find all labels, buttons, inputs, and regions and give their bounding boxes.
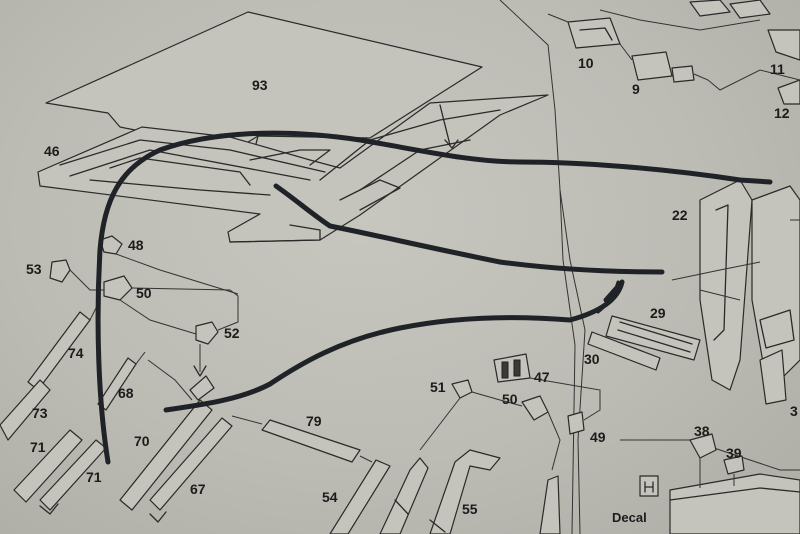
- label-51: 51: [430, 379, 446, 395]
- label-50-left: 50: [136, 285, 152, 301]
- label-54: 54: [322, 489, 338, 505]
- part-number-labels: 93 46 48 53 50 52 74 68 73 71 71 70 67 7…: [26, 55, 798, 525]
- label-71-left: 71: [30, 439, 46, 455]
- label-46: 46: [44, 143, 60, 159]
- section-divider-lines: [499, 0, 800, 534]
- label-22: 22: [672, 207, 688, 223]
- label-39: 39: [726, 445, 742, 461]
- label-48: 48: [128, 237, 144, 253]
- label-55: 55: [462, 501, 478, 517]
- parts-top-right: [547, 0, 800, 105]
- parts-54-55: [329, 449, 501, 534]
- label-9: 9: [632, 81, 640, 97]
- label-70: 70: [134, 433, 150, 449]
- bracket-cluster-right: [419, 353, 601, 534]
- label-68: 68: [118, 385, 134, 401]
- label-71-right: 71: [86, 469, 102, 485]
- label-49: 49: [590, 429, 606, 445]
- label-73: 73: [32, 405, 48, 421]
- tube-parts-left: [0, 299, 233, 523]
- label-74: 74: [68, 345, 84, 361]
- label-29: 29: [650, 305, 666, 321]
- decal-symbol-icon: [639, 475, 659, 497]
- label-50-right: 50: [502, 391, 518, 407]
- label-79: 79: [306, 413, 322, 429]
- label-47: 47: [534, 369, 550, 385]
- label-38: 38: [694, 423, 710, 439]
- label-3: 3: [790, 403, 798, 419]
- label-11: 11: [770, 61, 785, 77]
- label-52: 52: [224, 325, 240, 341]
- parts-29-30: [587, 315, 701, 371]
- label-93: 93: [252, 77, 268, 93]
- label-67: 67: [190, 481, 206, 497]
- black-wires: [95, 130, 773, 465]
- label-decal: Decal: [612, 510, 647, 525]
- label-12: 12: [774, 105, 790, 121]
- label-30: 30: [584, 351, 600, 367]
- label-10: 10: [578, 55, 594, 71]
- part-79-rod: [231, 415, 373, 463]
- label-53: 53: [26, 261, 42, 277]
- part-22-upright: [671, 179, 800, 405]
- bracket-cluster-left: [49, 235, 239, 377]
- parts-38-39-box: [639, 433, 800, 534]
